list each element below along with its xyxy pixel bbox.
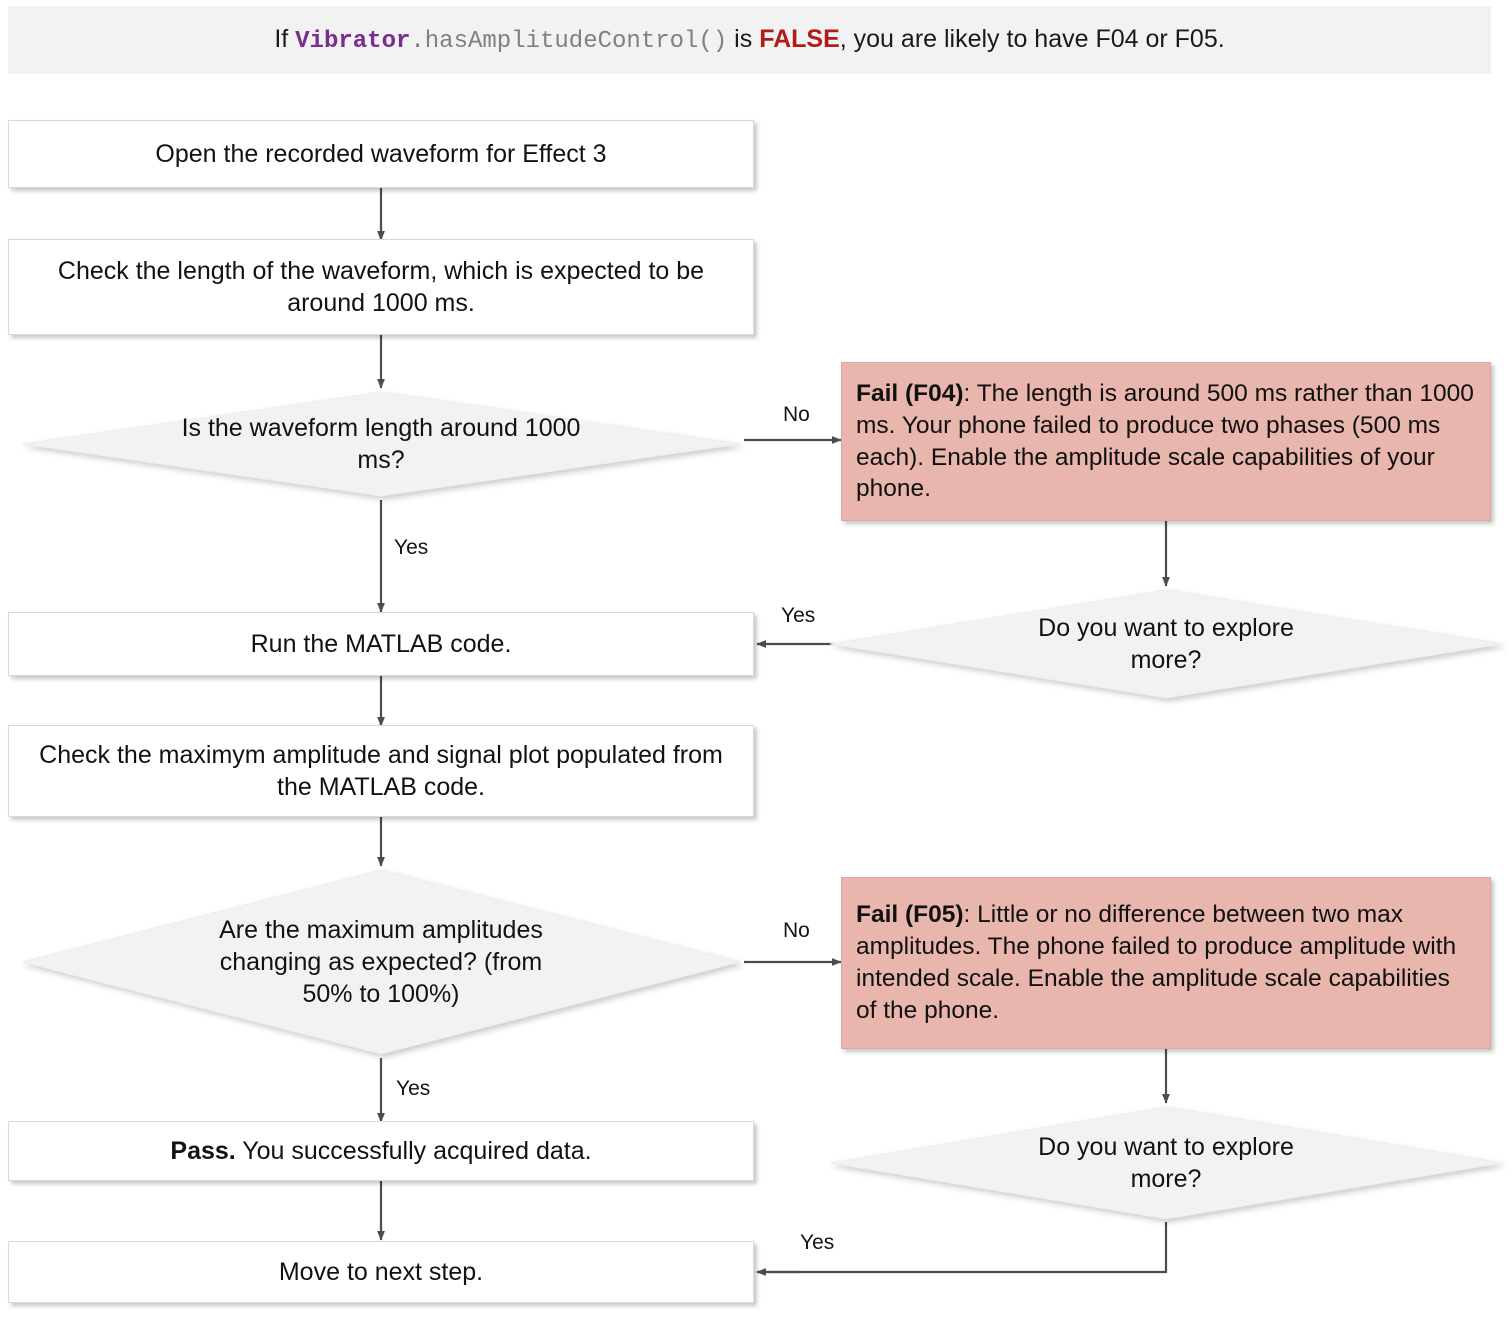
node-decision-waveform-length[interactable]: Is the waveform length around 1000 ms? (18, 388, 744, 500)
explore-diamond-shape-1 (829, 589, 1503, 699)
node-check-length-label: Check the length of the waveform, which … (57, 257, 705, 317)
pass-rest-text: You successfully acquired data. (235, 1137, 592, 1165)
edge-label-yes-explore-2: Yes (800, 1231, 835, 1254)
edge-label-no-1: No (783, 403, 810, 426)
node-run-matlab-label: Run the MATLAB code. (250, 630, 512, 658)
node-check-amplitude-label: Check the maximym amplitude and signal p… (39, 741, 723, 801)
decision-diamond-shape-2 (21, 869, 741, 1055)
node-fail-f04[interactable]: Fail (F04): The length is around 500 ms … (841, 362, 1491, 521)
edge-label-yes-explore-1: Yes (781, 604, 816, 627)
fail-f05-bold: Fail (F05) (856, 901, 964, 929)
node-fail-f05-text: Fail (F05): Little or no difference betw… (856, 899, 1476, 1026)
pass-bold-text: Pass. (170, 1137, 236, 1165)
node-check-amplitude[interactable]: Check the maximym amplitude and signal p… (8, 725, 754, 817)
node-fail-f05[interactable]: Fail (F05): Little or no difference betw… (841, 877, 1491, 1049)
edge-label-yes-length: Yes (394, 536, 429, 559)
node-move-next-step[interactable]: Move to next step. (8, 1241, 754, 1303)
node-run-matlab[interactable]: Run the MATLAB code. (8, 612, 754, 676)
fail-f05-rest: : Little or no difference between two ma… (856, 901, 1457, 1024)
node-open-waveform[interactable]: Open the recorded waveform for Effect 3 (8, 120, 754, 188)
header-banner: If Vibrator.hasAmplitudeControl() is FAL… (8, 6, 1491, 74)
node-pass-label: Pass. You successfully acquired data. (170, 1135, 591, 1167)
edge-label-no-2: No (783, 919, 810, 942)
node-pass[interactable]: Pass. You successfully acquired data. (8, 1121, 754, 1181)
code-class-name: Vibrator (295, 28, 411, 55)
code-method-name: .hasAmplitudeControl() (410, 28, 728, 55)
header-suffix: , you are likely to have F04 or F05. (839, 25, 1225, 53)
node-explore-more-1[interactable]: Do you want to explore more? (826, 586, 1506, 702)
edge-label-yes-amplitude: Yes (396, 1077, 431, 1100)
node-fail-f04-text: Fail (F04): The length is around 500 ms … (856, 378, 1476, 505)
node-open-waveform-label: Open the recorded waveform for Effect 3 (155, 140, 607, 168)
decision-diamond-shape (21, 391, 741, 497)
header-keyword-false: FALSE (759, 25, 840, 53)
header-mid: is (727, 25, 760, 53)
node-explore-more-2[interactable]: Do you want to explore more? (826, 1103, 1506, 1223)
node-check-length[interactable]: Check the length of the waveform, which … (8, 239, 754, 335)
explore-diamond-shape-2 (829, 1106, 1503, 1220)
node-decision-max-amplitudes[interactable]: Are the maximum amplitudes changing as e… (18, 866, 744, 1058)
fail-f04-rest: : The length is around 500 ms rather tha… (856, 379, 1474, 503)
header-prefix: If (274, 25, 296, 53)
node-move-next-step-label: Move to next step. (278, 1258, 484, 1286)
header-text: If Vibrator.hasAmplitudeControl() is FAL… (274, 25, 1224, 55)
fail-f04-bold: Fail (F04) (856, 379, 964, 407)
